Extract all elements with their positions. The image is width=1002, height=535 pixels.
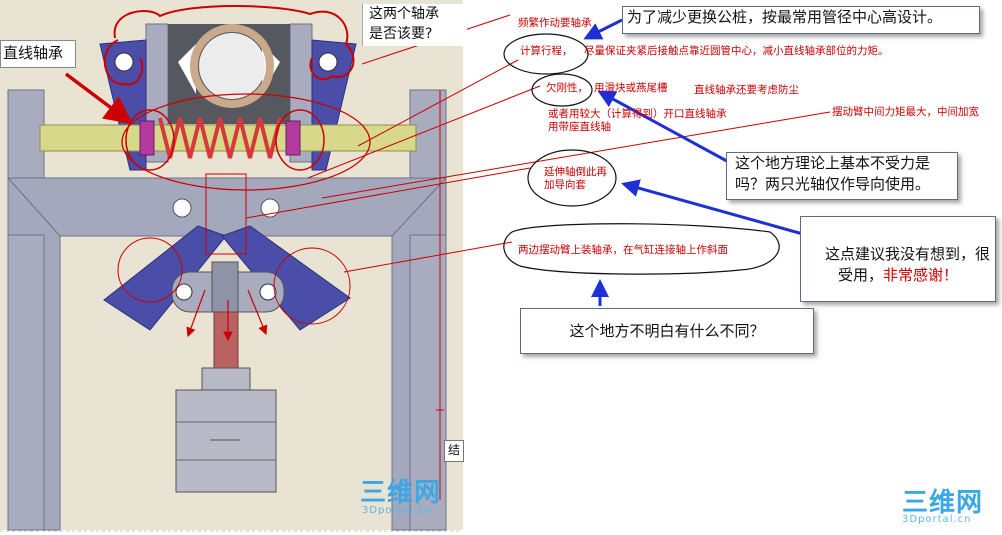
pipe-workpiece [190, 24, 274, 108]
blue-arrow-design-basis [583, 18, 623, 40]
dustproof-note: 直线轴承还要考虑防尘 [694, 84, 799, 96]
lack-rigidity-note: 欠刚性， [546, 82, 588, 94]
theory-question-callout: 这个地方理论上基本不受力是 吗？两只光轴仅作导向使用。 [726, 152, 958, 200]
unclear-callout: 这个地方不明白有什么不同？ [520, 308, 814, 354]
swing-bearing-note: 两边摆动臂上装轴承，在气缸连接轴上作斜面 [518, 244, 728, 256]
calc-stroke-note: 计算行程， [520, 45, 573, 57]
air-cylinder [175, 389, 277, 493]
linear-bearing-label: 直线轴承 [0, 40, 76, 68]
linkage-center-block [211, 261, 239, 313]
thanks-emphasis: 非常感谢！ [883, 266, 959, 284]
red-loop-top [103, 5, 355, 86]
two-bearings-question: 这两个轴承 是否该要? [362, 4, 467, 46]
design-basis-callout: 为了减少更换公桩，按最常用管径中心高设计。 [622, 6, 980, 34]
extend-shaft-note: 延伸轴倒此再 加导向套 [544, 166, 607, 191]
lower-arm-right [221, 225, 351, 331]
left-frame-wall [7, 89, 45, 531]
open-bearing-note: 或者用较大（计算得到）开口直线轴承 [548, 108, 727, 120]
frame-diagonal-left [7, 177, 61, 237]
watermark-domain-left: 3Dportal.cn [362, 505, 432, 516]
frame-hole-right [260, 198, 280, 218]
ink-loop-lack-rigidity [531, 73, 593, 107]
linkage-hole-right [259, 283, 277, 301]
blue-arrow-thanks [621, 179, 811, 238]
piston-rod [213, 311, 239, 371]
ink-loop-extend-shaft [527, 149, 617, 207]
red-arrow-linear-bearing [64, 72, 133, 125]
upper-arm-right-hole [318, 52, 338, 72]
watermark-brand-right: 三维网 [902, 488, 984, 518]
thanks-note-text: 这点建议我没有想到，很 受用， [825, 245, 991, 284]
frame-diagonal-right [391, 177, 447, 237]
ink-loop-calc-stroke [503, 33, 589, 75]
watermark-brand-left: 三维网 [360, 478, 442, 508]
swing-arm-note: 摆动臂中间力矩最大，中间加宽 [832, 106, 979, 118]
red-circle-arm-left [117, 237, 183, 303]
leader-swing-bearing [343, 241, 513, 273]
upper-arm-left-hole [114, 52, 134, 72]
slider-note: 用滑块或燕尾槽 [594, 82, 668, 94]
lower-arm-left [103, 225, 227, 331]
clamp-note: 尽量保证夹紧后接触点靠近圆管中心，减小直线轴承部位的力矩。 [584, 45, 889, 57]
frame-hole-left [172, 198, 192, 218]
red-rect-center [205, 173, 247, 255]
red-ellipse-bearing-right [275, 109, 325, 171]
cylinder-head [201, 367, 251, 391]
leader-slider [307, 85, 541, 179]
red-circle-arm-right [273, 247, 351, 325]
leader-extend-shaft [245, 167, 531, 219]
red-arrow-down-3 [247, 289, 268, 336]
red-ellipse-bearing-left [125, 109, 175, 171]
red-arrow-down-1 [186, 289, 206, 338]
ink-loop-swing-bearing [503, 223, 780, 275]
linkage-hole-left [175, 283, 193, 301]
right-frame-wall [409, 89, 447, 531]
compression-spring [158, 117, 282, 159]
shaft-collar-left [139, 120, 155, 156]
shaft-collar-right [285, 120, 301, 156]
leader-calc-stroke [357, 59, 519, 147]
seat-bearing-note: 用带座直线轴 [548, 121, 611, 133]
leader-swing-arm [321, 111, 831, 199]
pipe-inner [199, 33, 265, 99]
blue-arrow-theory [597, 90, 737, 168]
thanks-callout: 这点建议我没有想到，很 受用，非常感谢！ [800, 216, 996, 302]
frequent-action-note: 频繁作动要轴承 [518, 17, 592, 29]
watermark-domain-right: 3Dportal.cn [902, 514, 972, 525]
cad-edge-label: 结 [444, 440, 464, 462]
